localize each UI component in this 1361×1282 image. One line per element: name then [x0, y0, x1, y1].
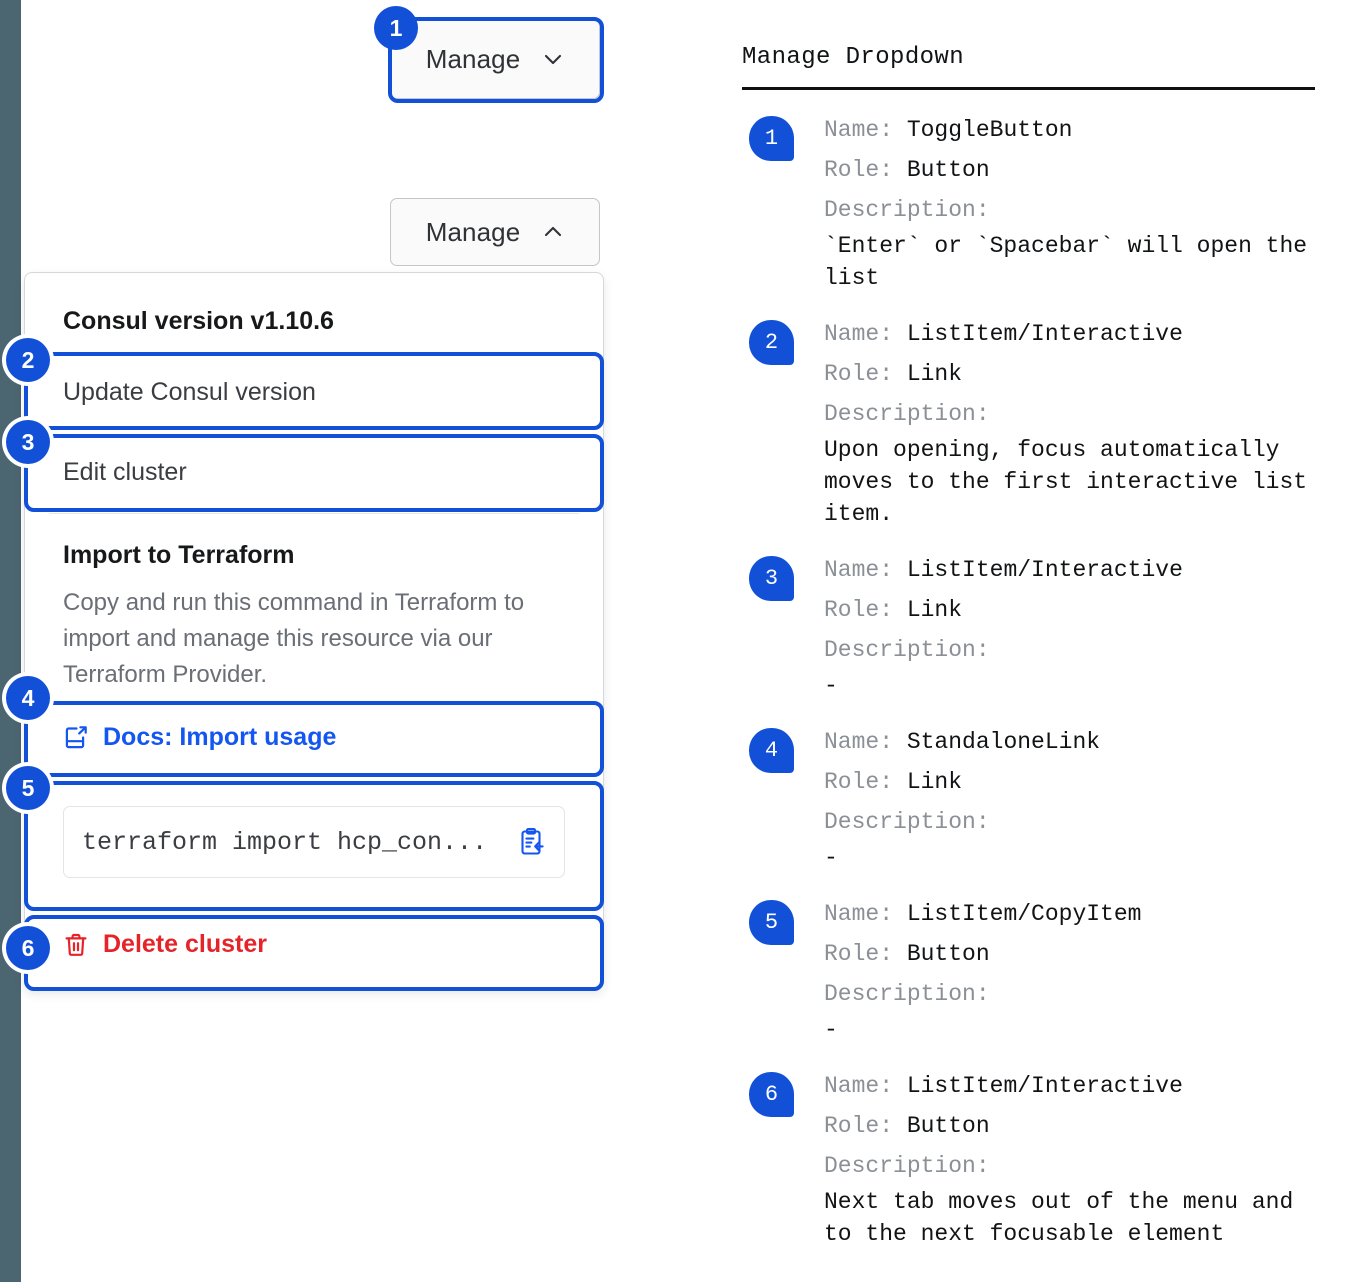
legend-description-label: Description: — [824, 981, 990, 1007]
legend-description-label: Description: — [824, 401, 990, 427]
legend-role-value: Button — [906, 157, 990, 183]
legend-name-label: Name: — [824, 1073, 894, 1099]
legend-tag-2: 2 — [749, 320, 794, 365]
legend-role-label: Role: — [824, 769, 894, 795]
consul-version-header: Consul version v1.10.6 — [63, 307, 334, 335]
legend-name-line: Name: ToggleButton — [824, 110, 1342, 150]
legend-name-line: Name: ListItem/Interactive — [824, 1066, 1342, 1106]
legend-role-label: Role: — [824, 597, 894, 623]
callout-pin-5: 5 — [6, 766, 50, 810]
legend-role-label: Role: — [824, 1113, 894, 1139]
legend-name-label: Name: — [824, 729, 894, 755]
menu-item-edit-cluster[interactable]: Edit cluster — [63, 458, 187, 486]
legend-name-value: ToggleButton — [906, 117, 1073, 143]
delete-cluster-label: Delete cluster — [103, 930, 267, 958]
legend-tag-1: 1 — [749, 116, 794, 161]
legend-description-label: Description: — [824, 637, 990, 663]
legend-name-line: Name: ListItem/Interactive — [824, 550, 1342, 590]
menu-item-delete-cluster[interactable]: Delete cluster — [63, 930, 267, 959]
chevron-up-icon — [542, 221, 564, 243]
callout-pin-1: 1 — [374, 6, 418, 50]
manage-button-label: Manage — [425, 44, 521, 74]
copy-clipboard-icon[interactable] — [516, 827, 546, 857]
chevron-down-icon — [542, 48, 564, 70]
legend-role-value: Button — [906, 941, 990, 967]
legend-title: Manage Dropdown — [742, 44, 965, 71]
legend-name-label: Name: — [824, 901, 894, 927]
legend-description-label: Description: — [824, 1153, 990, 1179]
legend-role-value: Link — [906, 769, 963, 795]
legend-tag-3: 3 — [749, 556, 794, 601]
legend-name-line: Name: ListItem/Interactive — [824, 314, 1342, 354]
legend-name-label: Name: — [824, 117, 894, 143]
legend-role-label: Role: — [824, 157, 894, 183]
terraform-command-text: terraform import hcp_con... — [82, 827, 488, 857]
legend-description-value: - — [824, 845, 838, 871]
legend-role-line: Role: Link — [824, 354, 1342, 394]
legend-role-label: Role: — [824, 361, 894, 387]
docs-link-label: Docs: Import usage — [103, 723, 337, 751]
legend-role-line: Role: Button — [824, 1106, 1342, 1146]
legend-tag-5: 5 — [749, 900, 794, 945]
legend-role-line: Role: Button — [824, 934, 1342, 974]
legend-role-value: Link — [906, 597, 963, 623]
legend-tag-4: 4 — [749, 728, 794, 773]
legend-description-value: Next tab moves out of the menu and to th… — [824, 1189, 1294, 1247]
legend-name-line: Name: ListItem/CopyItem — [824, 894, 1342, 934]
legend-role-value: Link — [906, 361, 963, 387]
menu-divider — [49, 513, 579, 514]
legend-description-value: - — [824, 1017, 838, 1043]
callout-pin-3: 3 — [6, 420, 50, 464]
legend-description-value: `Enter` or `Spacebar` will open the list — [824, 233, 1308, 291]
legend-name-value: ListItem/CopyItem — [906, 901, 1142, 927]
manage-toggle-button-collapsed[interactable]: Manage — [390, 19, 600, 99]
callout-pin-2: 2 — [6, 338, 50, 382]
legend-name-label: Name: — [824, 321, 894, 347]
legend-role-label: Role: — [824, 941, 894, 967]
legend-role-line: Role: Link — [824, 762, 1342, 802]
legend-name-value: ListItem/Interactive — [906, 1073, 1183, 1099]
legend-role-value: Button — [906, 1113, 990, 1139]
legend-description-label: Description: — [824, 197, 990, 223]
legend-name-value: StandaloneLink — [906, 729, 1101, 755]
external-document-icon — [63, 725, 89, 751]
manage-toggle-button-expanded[interactable]: Manage — [390, 198, 600, 266]
legend-role-line: Role: Button — [824, 150, 1342, 190]
menu-item-update-consul-version[interactable]: Update Consul version — [63, 378, 316, 406]
legend-divider — [742, 87, 1315, 90]
legend-description-label: Description: — [824, 809, 990, 835]
manage-dropdown-menu: Consul version v1.10.6 Update Consul ver… — [24, 272, 604, 990]
trash-icon — [63, 932, 89, 958]
legend-name-line: Name: StandaloneLink — [824, 722, 1342, 762]
callout-pin-4: 4 — [6, 676, 50, 720]
terraform-import-command-box[interactable]: terraform import hcp_con... — [63, 806, 565, 878]
import-to-terraform-title: Import to Terraform — [63, 541, 295, 569]
legend-tag-6: 6 — [749, 1072, 794, 1117]
legend-description-value: Upon opening, focus automatically moves … — [824, 437, 1308, 527]
callout-pin-6: 6 — [6, 926, 50, 970]
import-to-terraform-description: Copy and run this command in Terraform t… — [63, 589, 525, 688]
docs-import-usage-link[interactable]: Docs: Import usage — [63, 723, 336, 752]
dropdown-demo: Manage Manage Consul version v1.10.6 Upd… — [6, 6, 604, 991]
legend-role-line: Role: Link — [824, 590, 1342, 630]
legend-description-value: - — [824, 673, 838, 699]
legend-name-label: Name: — [824, 557, 894, 583]
manage-button-label-expanded: Manage — [425, 217, 521, 247]
legend-name-value: ListItem/Interactive — [906, 557, 1183, 583]
legend-name-value: ListItem/Interactive — [906, 321, 1183, 347]
